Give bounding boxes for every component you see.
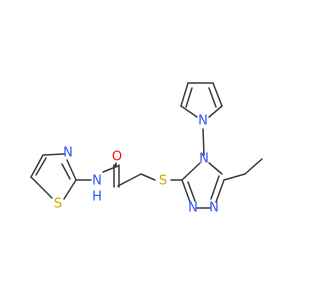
thiazole-sulfur-atom: S: [54, 197, 62, 212]
bond-triazole-n2-c3-double: [187, 181, 196, 202]
bond-ch2-ch3: [244, 158, 263, 175]
molecule-structure: O N S N H S N N N N: [30, 82, 263, 216]
triazole-n1-atom: N: [209, 201, 219, 216]
bond-triazole-c5-n1: [215, 179, 225, 203]
triazole-n2-atom: N: [188, 201, 198, 216]
bond-pyrrole-c4-c5: [212, 82, 223, 107]
bond-nh-carbonyl: [102, 165, 119, 173]
pyrrole-nitrogen-atom: N: [198, 114, 208, 129]
bond-triazole-n2-c3: [181, 179, 191, 203]
bond-thiazole-c4-c5: [30, 154, 44, 178]
bond-ch2-s: [140, 173, 156, 181]
bond-pyrrole-c4-c5-double: [208, 87, 217, 108]
bond-thiazole-n3-c2-double: [61, 163, 71, 180]
bond-c5-ch2: [223, 173, 246, 181]
bond-pyrrole-n-c2: [180, 105, 198, 118]
bond-thiazole-s1-c5: [30, 176, 53, 199]
bond-n4-npyrrole: [202, 128, 205, 156]
bond-pyrrole-c2-c3: [180, 82, 189, 107]
bond-triazole-n4-c5: [208, 162, 223, 175]
bond-thiazole-n3-c2: [66, 159, 77, 181]
bond-pyrrole-c2-c3-double: [185, 87, 193, 108]
bond-triazole-c5-n1-double: [210, 175, 220, 200]
triazole-n4-atom: N: [199, 152, 209, 167]
amide-hydrogen-atom: H: [92, 190, 102, 205]
atom-labels: O N S N H S N N N N: [54, 114, 219, 216]
bond-carbonyl-ch2: [117, 173, 142, 187]
amide-nitrogen-atom: N: [92, 174, 102, 189]
oxygen-atom: O: [112, 150, 122, 165]
thioether-sulfur-atom: S: [159, 174, 167, 189]
bond-thiazole-c4-n3: [42, 153, 65, 156]
bond-pyrrole-c5-n: [208, 105, 223, 118]
thiazole-nitrogen-atom: N: [63, 146, 73, 161]
bonds: [30, 82, 263, 209]
bond-triazole-c3-n4: [181, 162, 201, 181]
bond-thiazole-c4-c5-double: [35, 157, 47, 176]
bond-thiazole-c2-s1: [63, 179, 77, 200]
